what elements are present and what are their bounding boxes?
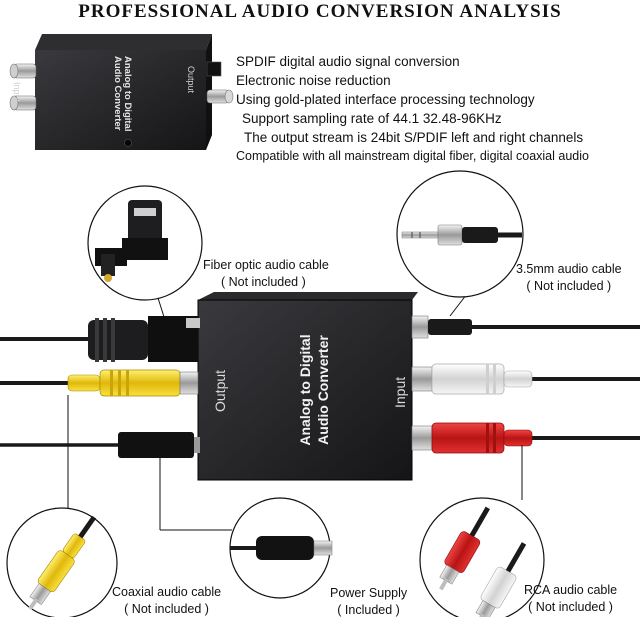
coax-cable-name: Coaxial audio cable [112, 585, 222, 599]
feature-item: The output stream is 24bit S/PDIF left a… [244, 130, 584, 145]
small-device-brand-line2: Audio Converter [112, 56, 123, 131]
rca-detail-circle [419, 497, 545, 617]
power-supply-status: ( Included ) [337, 603, 400, 617]
small-device-brand-label: Analog to Digital Audio Converter [106, 56, 133, 146]
small-device-brand-line1: Analog to Digital [122, 56, 133, 132]
callout-lines [67, 289, 523, 531]
rca-cable-label: RCA audio cable ( Not included ) [524, 582, 617, 616]
feature-item: Electronic noise reduction [236, 73, 391, 88]
coax-cable-label: Coaxial audio cable ( Not included ) [112, 584, 221, 618]
feature-item: Using gold-plated interface processing t… [236, 92, 535, 107]
fiber-cable-status: ( Not included ) [221, 275, 306, 289]
aux-cable-status: ( Not included ) [526, 279, 612, 293]
small-converter-device [9, 34, 234, 150]
small-device-rca-jacks [9, 63, 37, 111]
small-device-output-ports [206, 61, 234, 104]
feature-item: Compatible with all mainstream digital f… [236, 149, 589, 163]
main-device-brand-line2: Audio Converter [315, 335, 331, 445]
small-device-input-label: Input [12, 82, 22, 103]
cable-lines [0, 325, 640, 447]
fiber-optic-detail-circle [87, 185, 203, 301]
feature-item: SPDIF digital audio signal conversion [236, 54, 460, 69]
aux-3-5mm-plug [411, 315, 472, 339]
main-device-output-label: Output [212, 369, 228, 412]
rca-cable-name: RCA audio cable [524, 583, 618, 597]
main-converter-device [197, 292, 418, 481]
rca-red-plug [411, 422, 533, 454]
aux-3-5mm-detail-circle [396, 170, 524, 298]
rca-white-plug [411, 363, 533, 395]
main-device-input-label: Input [392, 376, 408, 408]
power-micro-usb-plug [118, 432, 200, 458]
feature-item: Support sampling rate of 44.1 32.48-96KH… [242, 111, 502, 126]
page-title: PROFESSIONAL AUDIO CONVERSION ANALYSIS [78, 1, 562, 22]
fiber-optic-plug [88, 316, 200, 362]
main-device-brand-line1: Analog to Digital [297, 334, 313, 446]
power-supply-label: Power Supply ( Included ) [330, 585, 407, 619]
aux-cable-label: 3.5mm audio cable ( Not included ) [516, 261, 622, 295]
coax-cable-status: ( Not included ) [124, 602, 209, 616]
fiber-cable-label: Fiber optic audio cable ( Not included ) [203, 257, 329, 291]
small-device-output-label: Output [186, 66, 196, 94]
aux-cable-name: 3.5mm audio cable [516, 262, 622, 276]
fiber-cable-name: Fiber optic audio cable [203, 258, 329, 272]
feature-list: SPDIF digital audio signal conversion El… [236, 52, 640, 166]
coaxial-detail-circle [6, 507, 118, 617]
rca-cable-status: ( Not included ) [528, 600, 613, 614]
power-supply-detail-circle [229, 497, 333, 599]
coaxial-rca-plug [67, 369, 199, 397]
power-supply-name: Power Supply [330, 586, 408, 600]
main-device-brand-label: Analog to Digital Audio Converter [296, 320, 336, 460]
